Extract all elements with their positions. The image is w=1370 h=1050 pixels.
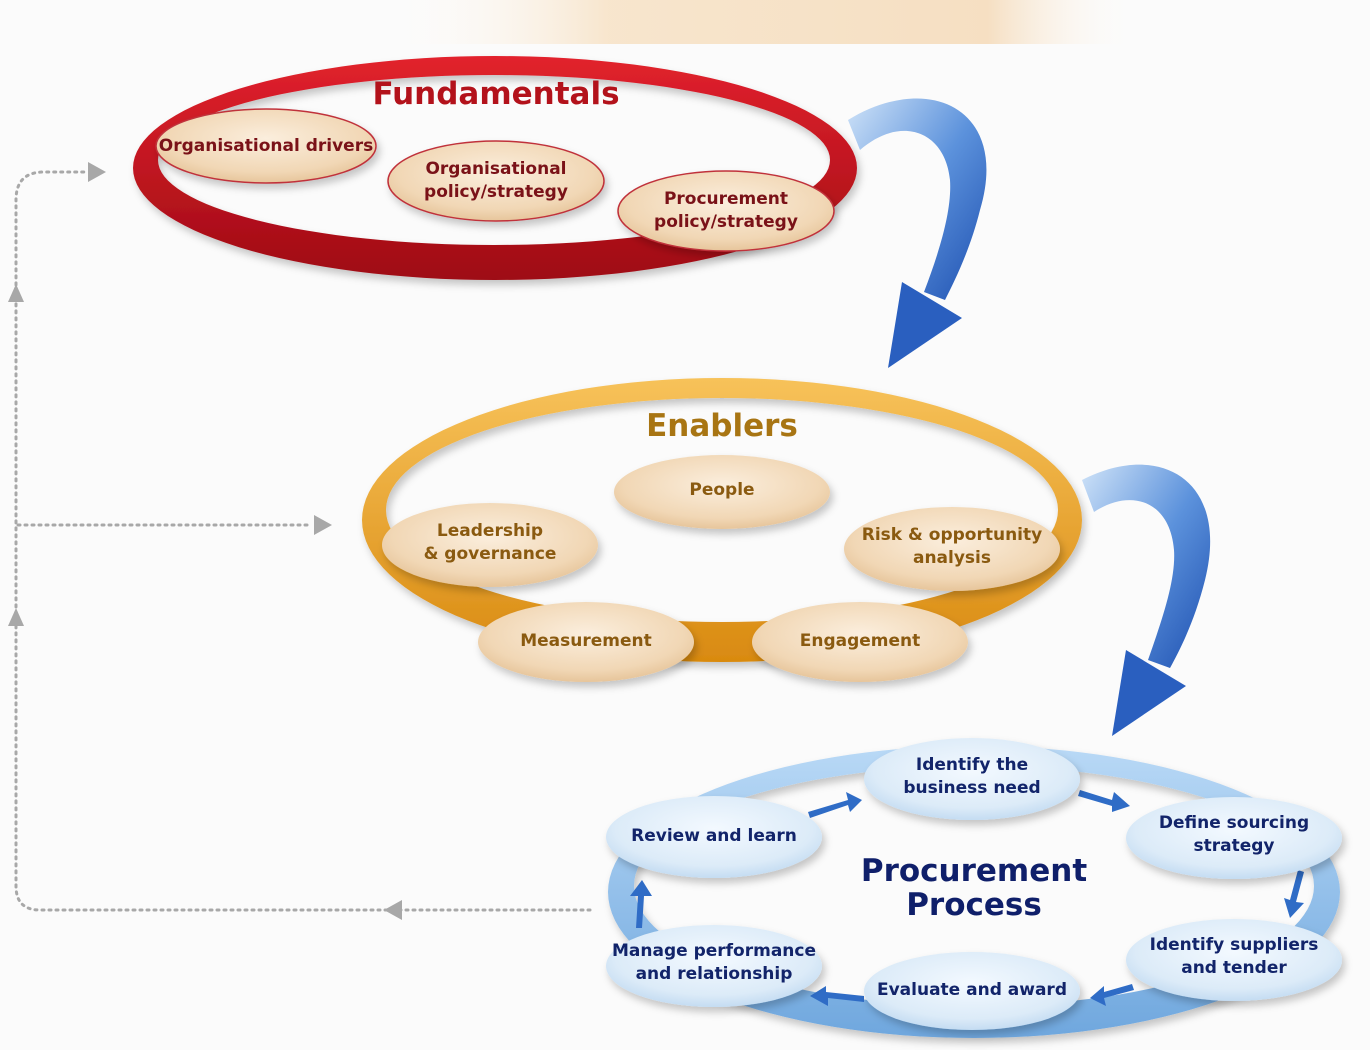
- pill-risk: [844, 507, 1060, 591]
- cycle-arrow-3: [1284, 870, 1304, 918]
- connector-arrow-enablers-to-process: [1082, 464, 1211, 736]
- label-risk: Risk & opportunity analysis: [861, 525, 1043, 568]
- enablers-title: Enablers: [646, 408, 798, 444]
- pill-organisational-drivers: [155, 108, 377, 184]
- label-review-learn: Review and learn: [631, 825, 797, 846]
- pill-organisational-policy: [387, 140, 605, 222]
- pill-define-sourcing: [1126, 797, 1342, 879]
- label-measurement: Measurement: [520, 630, 652, 651]
- label-evaluate-award: Evaluate and award: [876, 979, 1067, 1000]
- pill-identify-need: [864, 738, 1080, 820]
- label-people: People: [689, 479, 755, 500]
- feedback-line-main: [14, 170, 592, 912]
- label-engagement: Engagement: [799, 630, 921, 651]
- process-cycle-arrows: [630, 790, 1304, 1006]
- fundamentals-title: Fundamentals: [372, 76, 620, 112]
- label-organisational-drivers: Organisational drivers: [158, 135, 374, 156]
- label-define-sourcing: Define sourcing strategy: [1158, 813, 1310, 856]
- process-pills: [606, 738, 1342, 1030]
- connector-arrow-fundamentals-to-enablers: [848, 98, 987, 368]
- pill-engagement: [752, 602, 968, 682]
- pill-procurement-policy: [617, 170, 835, 252]
- cycle-arrow-1: [808, 792, 862, 818]
- feedback-loop: [14, 170, 592, 912]
- label-identify-suppliers: Identify suppliers and tender: [1149, 935, 1319, 978]
- feedback-arrow-return: [384, 900, 402, 920]
- label-procurement-policy: Procurement policy/strategy: [654, 189, 798, 232]
- pill-evaluate-award: [864, 952, 1080, 1030]
- label-identify-need: Identify the business need: [903, 755, 1041, 798]
- pill-identify-suppliers: [1126, 919, 1342, 1001]
- feedback-arrow-fundamentals: [88, 162, 106, 182]
- feedback-arrow-enablers: [314, 515, 332, 535]
- pill-manage-performance: [606, 925, 822, 1007]
- cycle-arrow-4: [1090, 984, 1134, 1006]
- feedback-arrow-up-1: [8, 284, 24, 302]
- pill-people: [614, 455, 830, 529]
- enablers-pills: [382, 455, 1060, 682]
- pill-leadership: [382, 503, 598, 587]
- pill-measurement: [478, 602, 694, 682]
- cycle-arrow-2: [1078, 790, 1130, 812]
- label-leadership: Leadership & governance: [423, 521, 557, 564]
- process-title: Procurement Process: [860, 853, 1088, 923]
- label-manage-performance: Manage performance and relationship: [611, 941, 817, 984]
- pill-review-learn: [606, 796, 822, 878]
- top-banner-glow: [380, 0, 1140, 44]
- feedback-arrow-up-2: [8, 608, 24, 626]
- cycle-arrow-5: [810, 986, 864, 1006]
- label-organisational-policy: Organisational policy/strategy: [424, 159, 568, 202]
- cycle-arrow-6: [630, 880, 652, 928]
- fundamentals-pills: [155, 108, 835, 252]
